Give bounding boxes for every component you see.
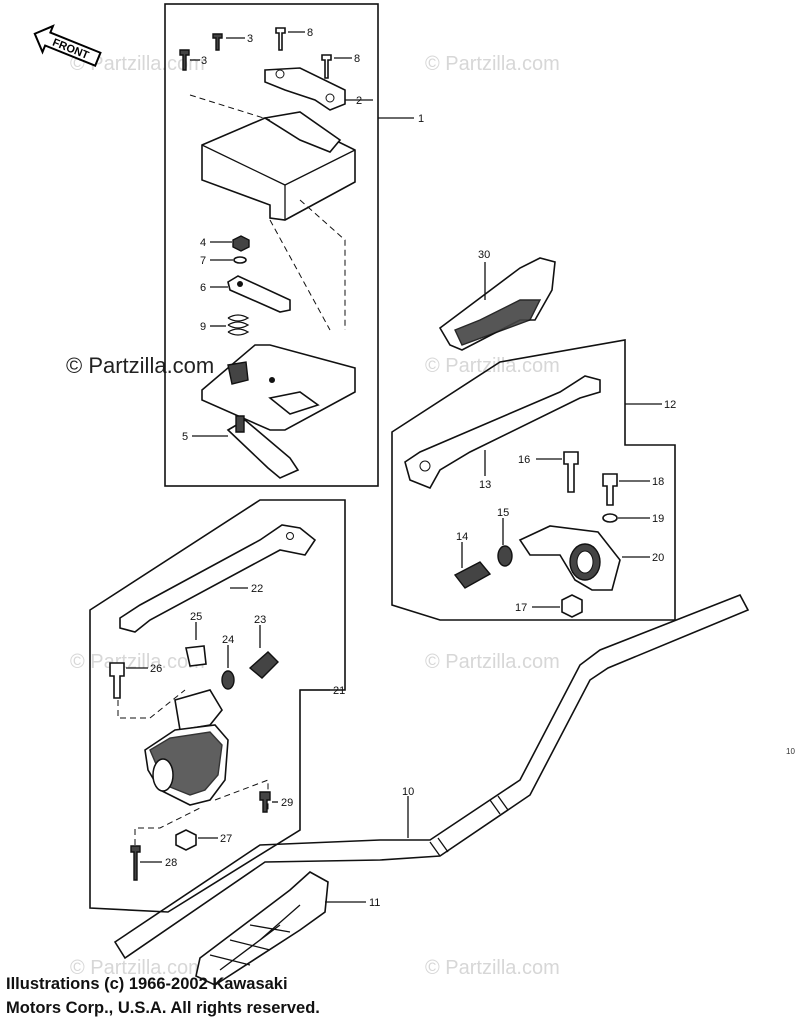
front-arrow: FRONT: [33, 24, 102, 68]
copyright-line-2: Motors Corp., U.S.A. All rights reserved…: [6, 999, 320, 1017]
callout-23: 23: [254, 614, 266, 626]
callout-6: 6: [200, 282, 206, 294]
part-29-screw: [259, 791, 271, 813]
part-19-washer: [602, 513, 618, 523]
callout-20: 20: [652, 552, 664, 564]
callout-labels: 1 2 3 3 4 5 6 7 8 8 9 10 11 12 13 14 15 …: [150, 27, 676, 909]
callout-9: 9: [200, 321, 206, 333]
part-25-cap: [185, 645, 207, 667]
part-28-bolt: [130, 845, 141, 881]
screw-3-b: [179, 49, 190, 71]
watermark: © Partzilla.com: [70, 651, 205, 673]
callout-26: 26: [150, 663, 162, 675]
part-switch-housing: [201, 344, 356, 431]
page-side-mark: 10: [786, 747, 795, 756]
watermark-layer: © Partzilla.com © Partzilla.com © Partzi…: [66, 53, 560, 979]
callout-29: 29: [281, 797, 293, 809]
callout-27: 27: [220, 833, 232, 845]
part-23-pivot-bolt: [248, 651, 279, 679]
part-22-brake-lever: [119, 524, 317, 633]
part-27-nut: [175, 829, 197, 851]
part-14-adjuster: [453, 561, 492, 589]
callout-18: 18: [652, 476, 664, 488]
part-15-washer: [497, 545, 513, 567]
watermark: © Partzilla.com: [425, 957, 560, 979]
callout-10: 10: [402, 786, 414, 798]
watermark: © Partzilla.com: [70, 957, 205, 979]
callout-8: 8: [307, 27, 313, 39]
main-watermark: © Partzilla.com: [66, 353, 214, 378]
part-20-lever-bracket: [518, 525, 621, 591]
callout-5: 5: [182, 431, 188, 443]
part-11-grip: [195, 871, 329, 986]
part-lever-holder: [144, 689, 229, 806]
callout-12: 12: [664, 399, 676, 411]
watermark: © Partzilla.com: [425, 651, 560, 673]
callout-7: 7: [200, 255, 206, 267]
part-30-lever-boot: [438, 257, 556, 351]
screw-8-b: [321, 54, 332, 79]
part-7-washer: [233, 256, 247, 264]
part-9-spring: [227, 314, 250, 336]
callout-17: 17: [515, 602, 527, 614]
part-4-nut: [232, 235, 250, 252]
screw-8-a: [275, 27, 286, 51]
callout-22: 22: [251, 583, 263, 595]
callout-2: 2: [356, 95, 362, 107]
callout-16: 16: [518, 454, 530, 466]
watermark: © Partzilla.com: [70, 53, 205, 75]
callout-1: 1: [418, 113, 424, 125]
callout-19: 19: [652, 513, 664, 525]
part-10-handlebar: [113, 593, 750, 960]
part-6-lever: [227, 275, 291, 313]
part-17-nut: [561, 594, 583, 618]
callout-13: 13: [479, 479, 491, 491]
part-13-clutch-lever: [404, 375, 601, 490]
callout-25: 25: [190, 611, 202, 623]
part-5-brake-switch: [226, 415, 300, 479]
callout-24: 24: [222, 634, 234, 646]
callout-4: 4: [200, 237, 206, 249]
copyright-line-1: Illustrations (c) 1966-2002 Kawasaki: [6, 975, 288, 993]
callout-11: 11: [369, 897, 380, 909]
watermark: © Partzilla.com: [425, 53, 560, 75]
part-26-bolt: [109, 662, 125, 699]
callout-15: 15: [497, 507, 509, 519]
screw-3-a: [212, 33, 223, 51]
part-1-reservoir: [201, 111, 356, 221]
part-24-collar: [221, 670, 235, 690]
callout-21: 21: [333, 685, 345, 697]
callout-3: 3: [201, 55, 207, 67]
callout-28: 28: [165, 857, 177, 869]
assembly-box-1: [164, 3, 379, 487]
part-2-clamp: [264, 67, 346, 111]
callout-30: 30: [478, 249, 490, 261]
copyright-notice: Illustrations (c) 1966-2002 Kawasaki Mot…: [6, 972, 320, 1020]
part-16-bolt: [563, 451, 579, 493]
callout-8: 8: [354, 53, 360, 65]
assembly-box-12: [391, 339, 676, 621]
callout-3: 3: [247, 33, 253, 45]
part-18-bolt: [602, 473, 618, 506]
callout-14: 14: [456, 531, 468, 543]
